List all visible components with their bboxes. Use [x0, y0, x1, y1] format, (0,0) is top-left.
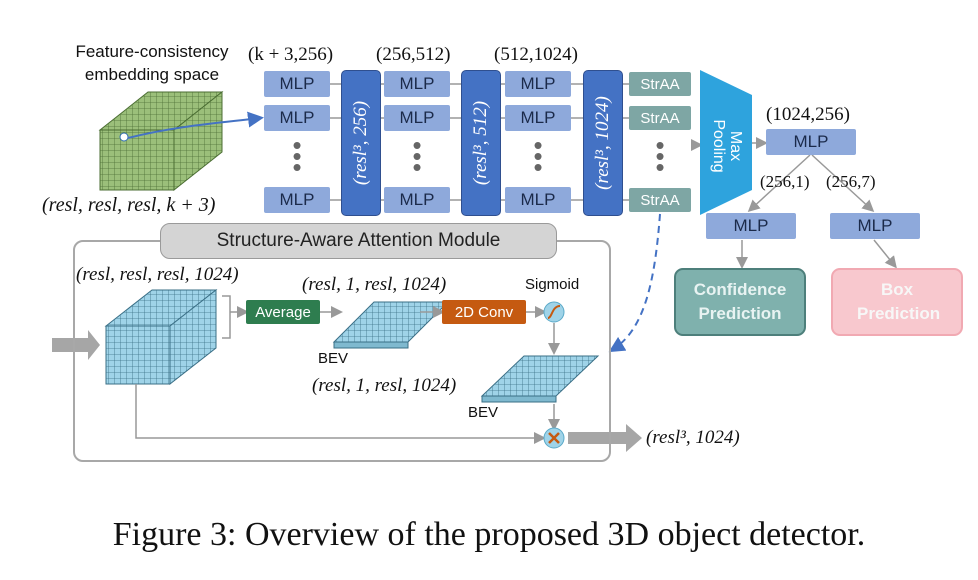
module-output-shape: (resl³, 1024) [646, 427, 740, 448]
col3-mlp-1: MLP [505, 71, 571, 97]
maxpool-label-line1: Max [727, 130, 744, 162]
left-mlp: MLP [706, 213, 796, 239]
box-prediction: Box Prediction [831, 268, 963, 336]
col3-bar: (resl³, 1024) [583, 70, 623, 216]
straa-dashed-arrow [608, 213, 661, 353]
head-left-dim: (256,1) [760, 172, 810, 191]
bev2-shape: (resl, 1, resl, 1024) [312, 375, 457, 396]
maxpool-label: Max Pooling [708, 116, 744, 176]
col1-ellipsis: ••• [292, 130, 302, 182]
col2-mlp-3: MLP [384, 187, 450, 213]
confidence-prediction-label: Confidence Prediction [693, 280, 787, 323]
embedding-title-line2: embedding space [84, 65, 220, 84]
embedding-title-line1: Feature-consistency [75, 42, 229, 61]
maxpool-shape [700, 70, 752, 215]
bev-label: BEV [318, 350, 349, 367]
straa-3: StrAA [629, 188, 691, 212]
col1-mlp-2: MLP [264, 105, 330, 131]
input-cube [104, 288, 218, 386]
module-input-shape: (resl, resl, resl, 1024) [76, 264, 239, 285]
maxpool-label-line2: Pooling [710, 119, 727, 173]
col2-ellipsis: ••• [412, 130, 422, 182]
straa-ellipsis: ••• [655, 130, 665, 182]
module-input-arrow [52, 330, 100, 360]
figure-caption: Figure 3: Overview of the proposed 3D ob… [112, 516, 866, 553]
embedding-arrow [127, 111, 264, 139]
head-connectors [736, 137, 897, 269]
sigmoid-label: Sigmoid [525, 276, 580, 293]
embedding-cube [98, 90, 224, 192]
col1-bar: (resl³, 256) [341, 70, 381, 216]
mlp-connectors [330, 83, 703, 201]
col3-mlp-3: MLP [505, 187, 571, 213]
col2-bar-label: (resl³, 512) [470, 100, 491, 186]
col3-bar-label: (resl³, 1024) [592, 96, 613, 190]
head-mlp: MLP [766, 129, 856, 155]
col1-dim: (k + 3,256) [248, 44, 334, 65]
embedding-title: Feature-consistency embedding space [54, 40, 250, 86]
col1-mlp-1: MLP [264, 71, 330, 97]
col2-bar: (resl³, 512) [461, 70, 501, 216]
col1-mlp-3: MLP [264, 187, 330, 213]
straa-2: StrAA [629, 106, 691, 130]
embedding-shape: (resl, resl, resl, k + 3) [42, 194, 216, 216]
col2-dim: (256,512) [376, 44, 451, 65]
straa-1: StrAA [629, 72, 691, 96]
col2-mlp-2: MLP [384, 105, 450, 131]
bev2-label: BEV [468, 404, 499, 421]
attention-module-title: Structure-Aware Attention Module [160, 223, 557, 259]
col2-mlp-1: MLP [384, 71, 450, 97]
col3-mlp-2: MLP [505, 105, 571, 131]
head-right-dim: (256,7) [826, 172, 876, 191]
average-block: Average [246, 300, 320, 324]
bev-shape: (resl, 1, resl, 1024) [302, 274, 447, 295]
head-dim: (1024,256) [766, 104, 850, 125]
col1-bar-label: (resl³, 256) [350, 100, 371, 186]
right-mlp: MLP [830, 213, 920, 239]
col3-dim: (512,1024) [494, 44, 578, 65]
skip-connection [135, 384, 546, 444]
box-prediction-label: Box Prediction [857, 280, 941, 323]
confidence-prediction: Confidence Prediction [674, 268, 806, 336]
module-output-arrow [568, 424, 642, 452]
conv-block: 2D Conv [442, 300, 526, 324]
col3-ellipsis: ••• [533, 130, 543, 182]
